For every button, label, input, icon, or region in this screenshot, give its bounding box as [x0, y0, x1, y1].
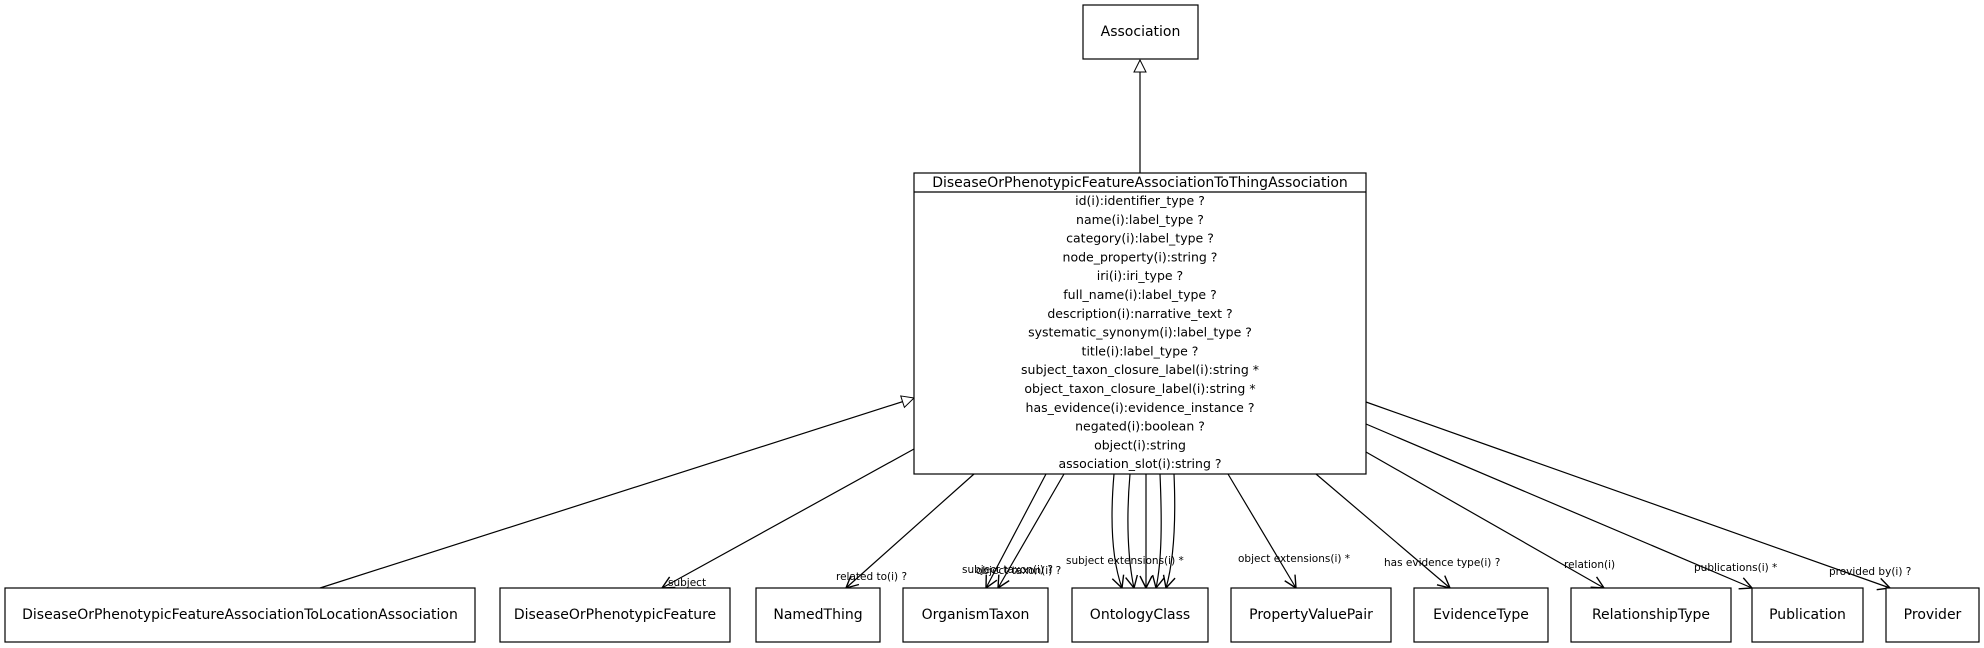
class-name: RelationshipType — [1592, 607, 1710, 623]
attribute-row: full_name(i):label_type ? — [1063, 287, 1216, 302]
class-name: DiseaseOrPhenotypicFeatureAssociationToL… — [22, 607, 458, 623]
edge-ontology-5 — [1166, 473, 1175, 588]
edge-subject-taxon — [986, 473, 1047, 588]
attribute-row: id(i):identifier_type ? — [1075, 193, 1205, 208]
class-location-association[interactable]: DiseaseOrPhenotypicFeatureAssociationToL… — [4, 587, 476, 643]
class-name: OntologyClass — [1090, 607, 1190, 623]
class-named-thing[interactable]: NamedThing — [755, 587, 881, 643]
class-disease-or-phenotypic-feature[interactable]: DiseaseOrPhenotypicFeature — [499, 587, 731, 643]
class-name: EvidenceType — [1433, 607, 1529, 623]
attribute-list: id(i):identifier_type ? name(i):label_typ… — [1021, 193, 1259, 471]
class-name: Association — [1101, 24, 1181, 40]
edge-label-object-taxon: object taxon(i) ? — [976, 565, 1061, 577]
class-name: PropertyValuePair — [1249, 607, 1373, 623]
class-association[interactable]: Association — [1082, 4, 1199, 60]
edge-labels: subject related to(i) ? subject taxon(i)… — [668, 553, 1911, 589]
attribute-row: title(i):label_type ? — [1082, 343, 1199, 358]
edge-label-publications: publications(i) * — [1694, 562, 1777, 574]
attribute-row: description(i):narrative_text ? — [1047, 306, 1232, 321]
edge-provided-by — [1365, 401, 1890, 588]
edge-ontology-4 — [1156, 473, 1161, 588]
class-name: Publication — [1769, 607, 1846, 623]
edge-label-object-extensions: object extensions(i) * — [1238, 553, 1350, 565]
attribute-row: negated(i):boolean ? — [1075, 419, 1205, 434]
edge-label-provided-by: provided by(i) ? — [1829, 566, 1911, 578]
edge-label-subject: subject — [668, 577, 706, 589]
edge-object-taxon — [998, 473, 1065, 588]
attribute-row: category(i):label_type ? — [1066, 231, 1214, 246]
edge-has-evidence-type — [1315, 473, 1450, 588]
edge-label-ontology-overlap: subject extensions(i) * — [1066, 555, 1184, 567]
edge-inheritance-location-association — [319, 398, 914, 589]
class-publication[interactable]: Publication — [1751, 587, 1864, 643]
edge-ontology-1 — [1111, 473, 1122, 588]
attribute-row: association_slot(i):string ? — [1059, 456, 1222, 471]
attribute-row: node_property(i):string ? — [1063, 249, 1218, 264]
class-name: Provider — [1904, 607, 1962, 623]
attribute-row: object(i):string — [1094, 437, 1186, 452]
class-relationship-type[interactable]: RelationshipType — [1570, 587, 1732, 643]
attribute-row: has_evidence(i):evidence_instance ? — [1026, 400, 1255, 415]
edge-publications — [1365, 423, 1752, 588]
class-provider[interactable]: Provider — [1885, 587, 1980, 643]
edge-subject — [662, 448, 915, 588]
attribute-row: name(i):label_type ? — [1076, 212, 1204, 227]
edge-label-has-evidence-type: has evidence type(i) ? — [1384, 557, 1500, 569]
attribute-row: subject_taxon_closure_label(i):string * — [1021, 362, 1259, 377]
class-main[interactable]: DiseaseOrPhenotypicFeatureAssociationToT… — [913, 172, 1367, 475]
attribute-row: iri(i):iri_type ? — [1097, 268, 1183, 283]
attribute-row: object_taxon_closure_label(i):string * — [1024, 381, 1255, 396]
edge-label-relation: relation(i) — [1564, 559, 1615, 571]
attribute-row: systematic_synonym(i):label_type ? — [1028, 325, 1252, 340]
class-property-value-pair[interactable]: PropertyValuePair — [1230, 587, 1392, 643]
edge-related-to — [846, 473, 975, 588]
class-ontology-class[interactable]: OntologyClass — [1071, 587, 1209, 643]
class-name: DiseaseOrPhenotypicFeatureAssociationToT… — [932, 175, 1348, 191]
edge-object-extensions — [1227, 473, 1296, 588]
class-name: NamedThing — [773, 607, 862, 623]
class-evidence-type[interactable]: EvidenceType — [1413, 587, 1549, 643]
edge-label-related-to: related to(i) ? — [836, 571, 907, 583]
edges — [319, 60, 1890, 589]
edge-relation — [1365, 451, 1604, 588]
class-organism-taxon[interactable]: OrganismTaxon — [902, 587, 1049, 643]
class-name: DiseaseOrPhenotypicFeature — [514, 607, 716, 623]
edge-ontology-2 — [1128, 473, 1134, 588]
edge-label-subject-taxon: subject taxon(i) ? — [962, 564, 1053, 576]
class-name: OrganismTaxon — [922, 607, 1030, 623]
